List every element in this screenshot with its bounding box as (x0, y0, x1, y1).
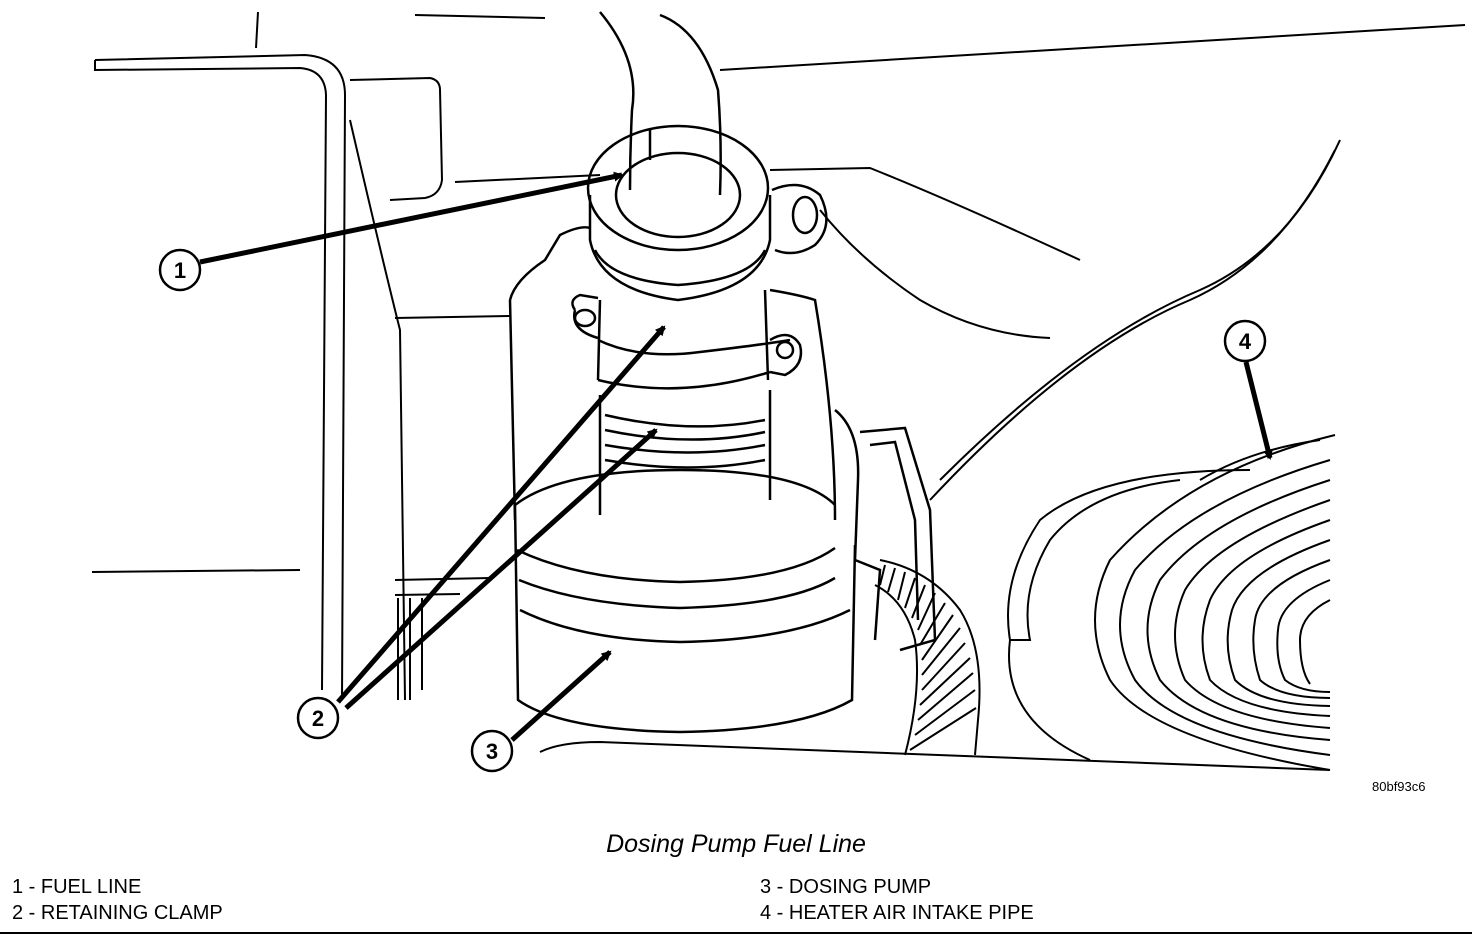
figure-reference-code: 80bf93c6 (1372, 779, 1426, 794)
fuel-line-hose (599, 11, 722, 196)
leader-arrows (199, 171, 1273, 742)
leader-arrow-1 (199, 171, 624, 265)
legend-item-fuel-line: 1 - FUEL LINE (12, 876, 142, 898)
legend-item-retaining-clamp: 2 - RETAINING CLAMP (12, 902, 223, 924)
callout-1-number: 1 (174, 258, 186, 283)
leader-arrow-2b (344, 428, 658, 710)
legend-right-column: 3 - DOSING PUMP 4 - HEATER AIR INTAKE PI… (760, 874, 1034, 926)
callout-3: 3 (470, 729, 514, 773)
legend-item-dosing-pump: 3 - DOSING PUMP (760, 876, 932, 898)
callout-2: 2 (296, 696, 340, 740)
bottom-divider (0, 932, 1472, 934)
legend-left-column: 1 - FUEL LINE 2 - RETAINING CLAMP (12, 874, 223, 926)
callout-4-number: 4 (1239, 329, 1252, 354)
leader-arrow-2a (336, 325, 666, 704)
dosing-pump-body (508, 124, 937, 734)
heater-air-intake-pipe (1007, 434, 1336, 771)
legend-item-heater-air-intake-pipe: 4 - HEATER AIR INTAKE PIPE (760, 902, 1034, 924)
dosing-pump-diagram: 1 2 3 4 (91, 11, 1466, 773)
background-linework (91, 11, 1466, 771)
figure-caption: Dosing Pump Fuel Line (606, 830, 866, 858)
callout-2-number: 2 (312, 706, 324, 731)
leader-arrow-4 (1243, 361, 1273, 460)
callout-4: 4 (1223, 319, 1267, 363)
callout-1: 1 (158, 248, 202, 292)
corrugated-wire-loom (874, 559, 981, 756)
leader-arrow-3 (510, 650, 612, 742)
callout-3-number: 3 (486, 739, 498, 764)
